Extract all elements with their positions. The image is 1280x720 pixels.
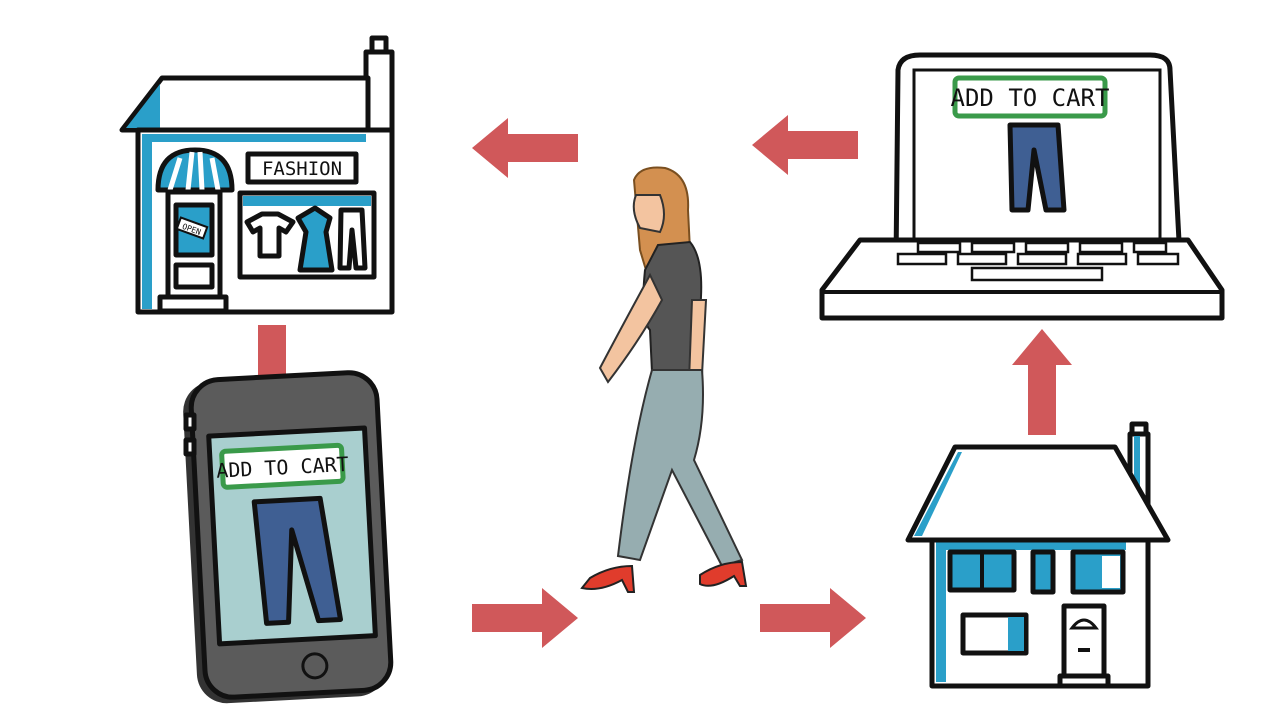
home-house [905,421,1171,689]
laptop-add-to-cart-button[interactable]: ADD TO CART [951,84,1110,112]
arrow-shopper-to-home [760,588,866,648]
arrow-home-to-laptop [1012,329,1072,435]
laptop: ADD TO CART [819,52,1225,321]
arrow-phone-to-shopper [472,588,578,648]
arrow-store-from-shopper [472,118,578,178]
shopper-woman [580,166,748,593]
smartphone: ADD TO CART [183,370,394,704]
home-button[interactable] [301,652,329,680]
store-sign: FASHION [262,158,342,180]
keyboard [896,241,1180,282]
arrow-shopper-from-laptop [752,115,858,175]
fashion-store: OPEN FASHION [119,35,395,315]
